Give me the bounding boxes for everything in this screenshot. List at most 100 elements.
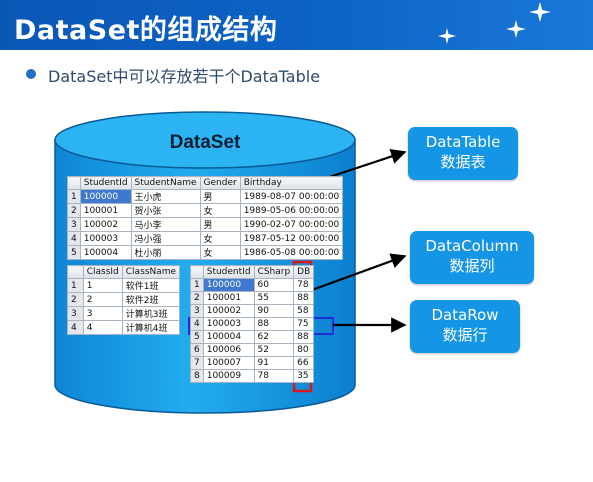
table-cell[interactable]: 女 (199, 203, 241, 218)
row-header[interactable]: 4 (67, 231, 81, 246)
row-header[interactable]: 5 (67, 245, 81, 260)
table-row[interactable]: 2 2 软件2班 (67, 292, 181, 307)
table-cell[interactable]: 80 (293, 343, 315, 357)
row-header[interactable]: 6 (190, 343, 204, 357)
table-cell[interactable]: 3 (82, 306, 123, 321)
table-cell[interactable]: 女 (199, 231, 241, 246)
table-cell[interactable]: 91 (253, 356, 295, 370)
table-row[interactable]: 4 4 计算机4班 (67, 320, 181, 335)
row-header[interactable]: 3 (67, 217, 81, 232)
table-row[interactable]: 1 1 软件1班 (67, 278, 181, 293)
row-header[interactable]: 1 (67, 278, 84, 293)
table-row[interactable]: 4 100003 88 75 (190, 317, 315, 331)
table-cell[interactable]: 55 (253, 291, 295, 305)
column-header[interactable]: CSharp (253, 265, 295, 279)
table-cell[interactable]: 100007 (202, 356, 255, 370)
table-cell[interactable]: 软件1班 (121, 278, 181, 293)
table-cell[interactable]: 52 (253, 343, 295, 357)
column-header[interactable]: DB (293, 265, 315, 279)
table-row[interactable]: 6 100006 52 80 (190, 343, 315, 357)
column-header[interactable]: StudentId (202, 265, 255, 279)
table-cell[interactable]: 男 (199, 189, 241, 204)
table-cell[interactable]: 88 (293, 330, 315, 344)
table-cell[interactable]: 1989-08-07 00:00:00 (239, 189, 344, 204)
table-row[interactable]: 5 100004 杜小丽 女 1986-05-08 00:00:00 (67, 245, 344, 260)
column-header[interactable]: Gender (199, 176, 241, 190)
table-row[interactable]: 8 100009 78 35 (190, 369, 315, 383)
page-title: DataSet的组成结构 (14, 15, 278, 46)
row-header[interactable]: 4 (67, 320, 84, 335)
table-cell[interactable]: 1987-05-12 00:00:00 (239, 231, 344, 246)
table-cell[interactable]: 100004 (202, 330, 255, 344)
row-header[interactable]: 7 (190, 356, 204, 370)
table-cell[interactable]: 100000 (202, 278, 255, 292)
row-header-corner[interactable] (67, 265, 84, 279)
table-cell[interactable]: 王小虎 (130, 189, 201, 204)
table-cell[interactable]: 100006 (202, 343, 255, 357)
table-cell[interactable]: 1986-05-08 00:00:00 (239, 245, 344, 260)
table-cell[interactable]: 100003 (79, 231, 132, 246)
table-cell[interactable]: 35 (293, 369, 315, 383)
table-cell[interactable]: 100002 (79, 217, 132, 232)
row-header-corner[interactable] (67, 176, 81, 190)
table-cell[interactable]: 100001 (79, 203, 132, 218)
column-header[interactable]: Birthday (239, 176, 344, 190)
table-row[interactable]: 7 100007 91 66 (190, 356, 315, 370)
table-cell[interactable]: 58 (293, 304, 315, 318)
row-header[interactable]: 5 (190, 330, 204, 344)
table-cell[interactable]: 贺小张 (130, 203, 201, 218)
table-cell[interactable]: 100003 (202, 317, 255, 331)
table-cell[interactable]: 90 (253, 304, 295, 318)
table-cell[interactable]: 100004 (79, 245, 132, 260)
table-row[interactable]: 3 100002 90 58 (190, 304, 315, 318)
column-header[interactable]: ClassName (121, 265, 181, 279)
row-header[interactable]: 1 (190, 278, 204, 292)
row-header[interactable]: 1 (67, 189, 81, 204)
table-cell[interactable]: 100001 (202, 291, 255, 305)
table-cell[interactable]: 马小李 (130, 217, 201, 232)
table-row[interactable]: 2 100001 55 88 (190, 291, 315, 305)
table-cell[interactable]: 软件2班 (121, 292, 181, 307)
table-cell[interactable]: 冯小强 (130, 231, 201, 246)
table-cell[interactable]: 88 (293, 291, 315, 305)
row-header[interactable]: 3 (190, 304, 204, 318)
table-row[interactable]: 2 100001 贺小张 女 1989-05-06 00:00:00 (67, 203, 344, 218)
column-header[interactable]: ClassId (82, 265, 123, 279)
table-row[interactable]: 1 100000 王小虎 男 1989-08-07 00:00:00 (67, 189, 344, 204)
table-row[interactable]: 3 100002 马小李 男 1990-02-07 00:00:00 (67, 217, 344, 232)
table-cell[interactable]: 100000 (79, 189, 132, 204)
table-cell[interactable]: 2 (82, 292, 123, 307)
table-row[interactable]: 3 3 计算机3班 (67, 306, 181, 321)
row-header[interactable]: 3 (67, 306, 84, 321)
row-header[interactable]: 8 (190, 369, 204, 383)
table-cell[interactable]: 66 (293, 356, 315, 370)
table-cell[interactable]: 100002 (202, 304, 255, 318)
table-cell[interactable]: 75 (293, 317, 315, 331)
table-cell[interactable]: 88 (253, 317, 295, 331)
row-header-corner[interactable] (190, 265, 204, 279)
table-cell[interactable]: 男 (199, 217, 241, 232)
table-cell[interactable]: 4 (82, 320, 123, 335)
table-row[interactable]: 4 100003 冯小强 女 1987-05-12 00:00:00 (67, 231, 344, 246)
row-header[interactable]: 2 (67, 203, 81, 218)
table-cell[interactable]: 计算机4班 (121, 320, 181, 335)
table-cell[interactable]: 1990-02-07 00:00:00 (239, 217, 344, 232)
table-cell[interactable]: 78 (293, 278, 315, 292)
table-cell[interactable]: 杜小丽 (130, 245, 201, 260)
column-header[interactable]: StudentId (79, 176, 132, 190)
table-cell[interactable]: 62 (253, 330, 295, 344)
table-cell[interactable]: 1 (82, 278, 123, 293)
table-cell[interactable]: 女 (199, 245, 241, 260)
row-header[interactable]: 2 (190, 291, 204, 305)
table-cell[interactable]: 1989-05-06 00:00:00 (239, 203, 344, 218)
table-cell[interactable]: 100009 (202, 369, 255, 383)
table-row[interactable]: 1 100000 60 78 (190, 278, 315, 292)
table-cell[interactable]: 78 (253, 369, 295, 383)
row-header[interactable]: 4 (190, 317, 204, 331)
column-header[interactable]: StudentName (130, 176, 201, 190)
table-cell[interactable]: 60 (253, 278, 295, 292)
table-cell[interactable]: 计算机3班 (121, 306, 181, 321)
row-header[interactable]: 2 (67, 292, 84, 307)
datacolumn-label-box: DataColumn 数据列 (410, 231, 534, 284)
table-row[interactable]: 5 100004 62 88 (190, 330, 315, 344)
